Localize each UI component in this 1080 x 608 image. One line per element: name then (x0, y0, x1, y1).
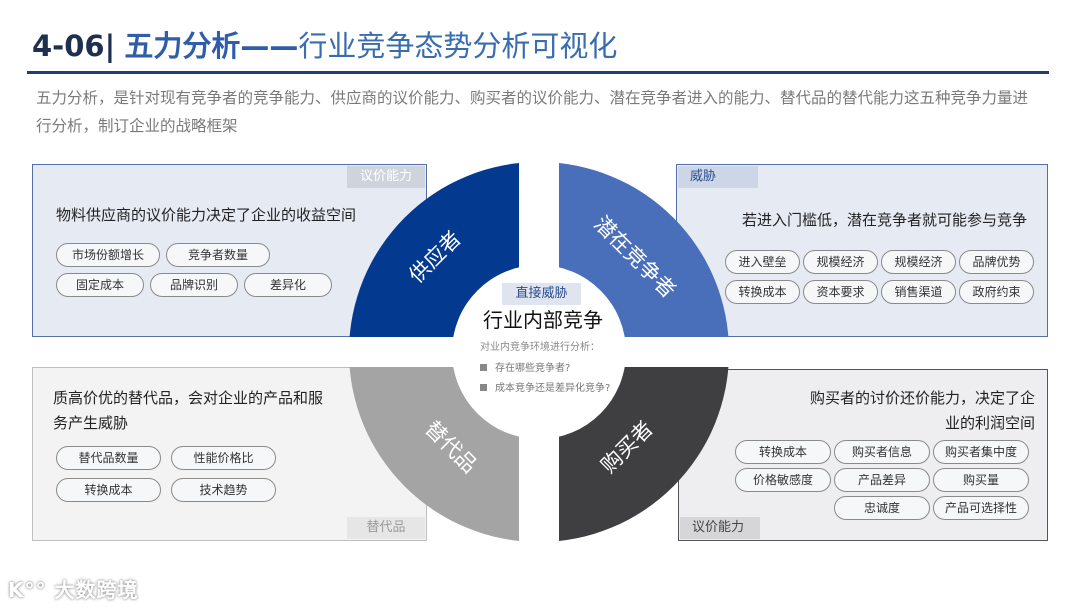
chip: 固定成本 (56, 273, 144, 297)
chip: 竞争者数量 (166, 243, 270, 267)
chip: 购买量 (933, 468, 1029, 492)
chip: 技术趋势 (171, 478, 276, 502)
supplier-tag: 议价能力 (347, 166, 425, 188)
chip: 政府约束 (959, 280, 1034, 304)
chip: 销售渠道 (881, 280, 956, 304)
bullet-text: 存在哪些竞争者? (495, 363, 571, 374)
chip: 价格敏感度 (735, 468, 831, 492)
title-bold: 五力分析—— (124, 29, 299, 63)
buyer-chips: 转换成本 购买者信息 购买者集中度 价格敏感度 产品差异 购买量 忠诚度 产品可… (735, 440, 1039, 520)
chip: 性能价格比 (171, 446, 276, 470)
substitute-headline-line1: 质高价优的替代品，会对企业的产品和服 (53, 389, 324, 407)
entrant-tag: 威胁 (678, 166, 758, 188)
chip: 规模经济 (881, 250, 956, 274)
chip: 替代品数量 (56, 446, 161, 470)
center-bullet: 存在哪些竞争者? (480, 362, 570, 376)
substitute-tag: 替代品 (347, 517, 425, 539)
chip: 差异化 (244, 273, 332, 297)
chip: 规模经济 (803, 250, 878, 274)
chip: 市场份额增长 (56, 243, 160, 267)
chip: 购买者信息 (834, 440, 930, 464)
buyer-headline-line1: 购买者的讨价还价能力，决定了企 (809, 389, 1035, 407)
supplier-chips: 市场份额增长 竞争者数量 固定成本 品牌识别 差异化 (56, 243, 356, 297)
substitute-headline: 质高价优的替代品，会对企业的产品和服 务产生威胁 (53, 386, 323, 436)
chip: 产品可选择性 (933, 496, 1029, 520)
chip: 进入壁垒 (725, 250, 800, 274)
title-divider (27, 71, 1049, 74)
center-subtitle: 对业内竞争环境进行分析： (480, 342, 600, 353)
chip: 品牌优势 (959, 250, 1034, 274)
chip: 购买者集中度 (933, 440, 1029, 464)
intro-paragraph: 五力分析，是针对现有竞争者的竞争能力、供应商的议价能力、购买者的议价能力、潜在竞… (36, 89, 1029, 135)
entrant-panel: 威胁 若进入门槛低，潜在竞争者就可能参与竞争 进入壁垒 规模经济 规模经济 品牌… (676, 164, 1048, 337)
chip: 品牌识别 (150, 273, 238, 297)
chip: 资本要求 (803, 280, 878, 304)
watermark-logo: K°° 大数跨境 (8, 574, 138, 603)
logo-icon: K°° (8, 578, 55, 602)
substitute-headline-line2: 务产生威胁 (53, 414, 129, 432)
supplier-headline: 物料供应商的议价能力决定了企业的收益空间 (56, 206, 357, 224)
buyer-tag: 议价能力 (680, 517, 760, 539)
chip: 忠诚度 (834, 496, 930, 520)
title-subtitle: 行业竞争态势分析可视化 (298, 29, 618, 63)
entrant-headline: 若进入门槛低，潜在竞争者就可能参与竞争 (741, 211, 1027, 229)
center-bullet: 成本竞争还是差异化竞争? (480, 382, 610, 396)
center-title: 行业内部竞争 (483, 308, 603, 332)
page-title: 4-06| 五力分析——行业竞争态势分析可视化 (32, 28, 617, 64)
bullet-square-icon (480, 384, 487, 391)
bullet-square-icon (480, 364, 487, 371)
substitute-chips: 替代品数量 性能价格比 转换成本 技术趋势 (56, 446, 296, 502)
section-number: 4-06| (32, 29, 116, 63)
watermark-text: 大数跨境 (54, 578, 139, 602)
buyer-headline: 购买者的讨价还价能力，决定了企 业的利润空间 (810, 386, 1035, 436)
center-circle (452, 265, 626, 439)
entrant-chips: 进入壁垒 规模经济 规模经济 品牌优势 转换成本 资本要求 销售渠道 政府约束 (725, 250, 1035, 304)
substitute-panel: 质高价优的替代品，会对企业的产品和服 务产生威胁 替代品数量 性能价格比 转换成… (32, 367, 427, 541)
chip: 转换成本 (56, 478, 161, 502)
chip: 转换成本 (735, 440, 831, 464)
chip: 产品差异 (834, 468, 930, 492)
buyer-headline-line2: 业的利润空间 (944, 414, 1035, 432)
bullet-text: 成本竞争还是差异化竞争? (495, 383, 611, 394)
direct-threat-tag: 直接威胁 (502, 283, 581, 305)
chip: 转换成本 (725, 280, 800, 304)
